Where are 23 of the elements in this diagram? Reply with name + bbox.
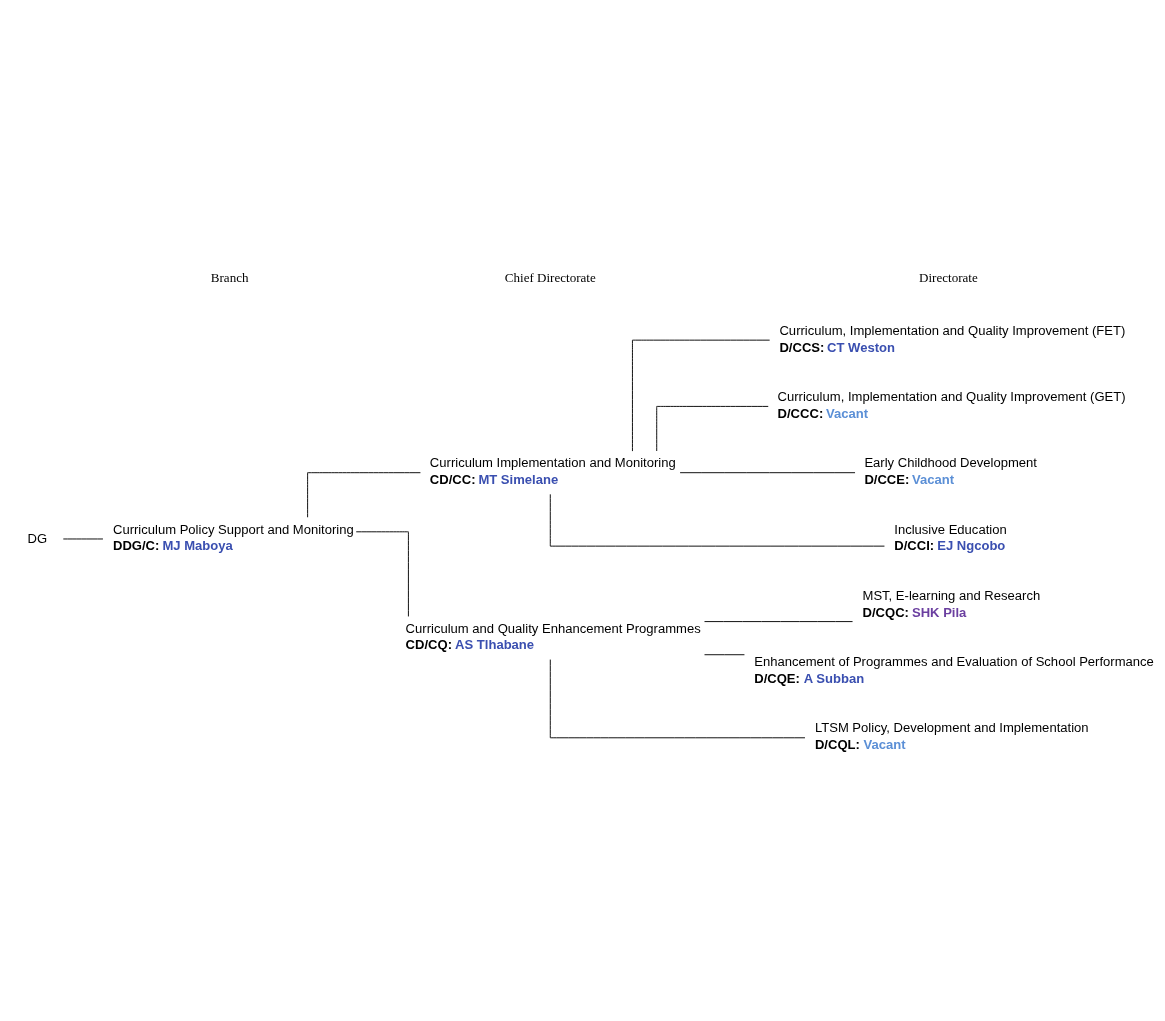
label: Branch: [210, 269, 249, 285]
node-text: Inclusive Education D/CCI: EJ Ngcobo: [894, 521, 1007, 554]
node-text: DG: [27, 530, 48, 546]
connector: [549, 659, 806, 739]
node-text: Curriculum and Quality Enhancement Programmes CD/CQ: AS Tlhabane: [405, 620, 701, 653]
connector: [704, 654, 745, 656]
connector: [631, 339, 771, 452]
node-text: Curriculum Implementation and Monitoring CD/CC: MT Simelane: [429, 455, 676, 488]
node-text: Curriculum, Implementation and Quality Improvement (GET) D/CCC: Vacant: [777, 389, 1126, 421]
connector: [307, 472, 421, 518]
connector: [704, 621, 854, 623]
connector: [656, 405, 769, 452]
connector: [679, 472, 856, 474]
node-text: Curriculum, Implementation and Quality Improvement (FET) D/CCS: CT Weston: [779, 322, 1126, 355]
node-text: LTSM Policy, Development and Implementation D/CQL: Vacant: [814, 720, 1089, 753]
connector: [355, 531, 409, 617]
connector: [549, 493, 885, 547]
node-text: Enhancement of Programmes and Evaluation of School Performance D/CQE: A Subban: [754, 654, 1154, 686]
node-text: Early Childhood Development D/CCE: Vacant: [864, 455, 1038, 488]
node-text: MST, E-learning and Research D/CQC: SHK Pila: [862, 587, 1041, 620]
label: Directorate: [919, 269, 978, 285]
label: Chief Directorate: [504, 269, 596, 285]
node-text: Curriculum Policy Support and Monitoring DDG/C: MJ Maboya: [112, 521, 354, 554]
